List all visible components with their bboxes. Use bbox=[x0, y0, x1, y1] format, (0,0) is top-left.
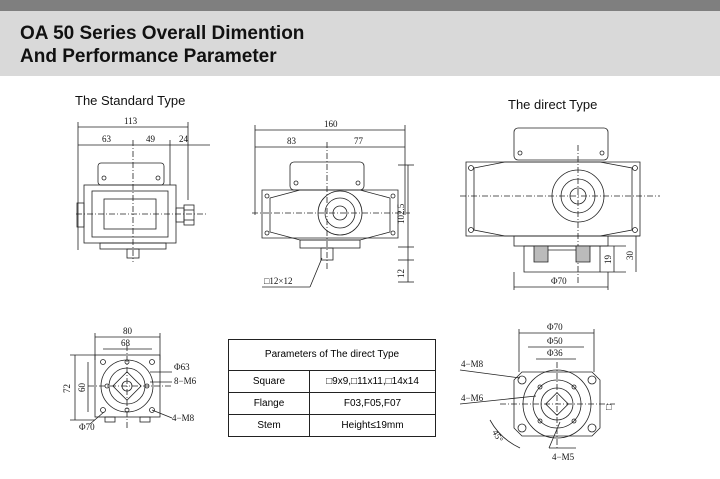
standard-type-bottom-view bbox=[70, 333, 173, 430]
dim-4-m8-right: 4−M8 bbox=[461, 359, 484, 369]
header-top-bar bbox=[0, 0, 720, 11]
param-key: Flange bbox=[229, 393, 310, 414]
param-value: □9x9,□11x11,□14x14 bbox=[326, 376, 419, 387]
direct-type-bottom-view bbox=[459, 329, 615, 449]
dim-30: 30 bbox=[625, 251, 635, 261]
table-row: Square □9x9,□11x11,□14x14 bbox=[229, 371, 435, 393]
dim-113: 113 bbox=[124, 116, 138, 126]
dim-12: 12 bbox=[396, 269, 406, 278]
dim-4-m6-right: 4−M6 bbox=[461, 393, 484, 403]
standard-type-side-view bbox=[252, 125, 414, 288]
param-key: Square bbox=[229, 371, 310, 392]
parameters-table-title: Parameters of The direct Type bbox=[229, 340, 435, 371]
header-banner: OA 50 Series Overall Dimention And Perfo… bbox=[0, 0, 720, 76]
dim-83: 83 bbox=[287, 136, 297, 146]
dim-4-m5: 4−M5 bbox=[552, 452, 575, 462]
dim-63: 63 bbox=[102, 134, 112, 144]
table-row: Stem Height≤19mm bbox=[229, 415, 435, 436]
dim-160: 160 bbox=[324, 119, 338, 129]
dim-60: 60 bbox=[77, 383, 87, 393]
dim-phi50-right: Φ50 bbox=[547, 336, 563, 346]
param-key: Stem bbox=[229, 415, 310, 436]
table-row: Flange F03,F05,F07 bbox=[229, 393, 435, 415]
dim-phi70-right: Φ70 bbox=[547, 322, 563, 332]
dim-phi70-side: Φ70 bbox=[551, 276, 567, 286]
dim-72: 72 bbox=[62, 384, 72, 393]
standard-type-front-view bbox=[76, 122, 210, 262]
dim-8-m6: 8−M6 bbox=[174, 376, 197, 386]
page-title-line2: And Performance Parameter bbox=[20, 46, 277, 67]
dim-phi63: Φ63 bbox=[174, 362, 190, 372]
direct-type-label: The direct Type bbox=[508, 97, 598, 112]
dim-square-12: □12×12 bbox=[264, 276, 293, 286]
direct-type-side-view bbox=[460, 127, 660, 290]
dim-square-symbol: □ bbox=[606, 402, 612, 412]
dimension-labels: 113 63 49 24 160 83 77 102.5 12 □12×12 1… bbox=[62, 116, 635, 462]
dim-49: 49 bbox=[146, 134, 156, 144]
standard-type-label: The Standard Type bbox=[75, 93, 186, 108]
page-title-line1: OA 50 Series Overall Dimention bbox=[20, 23, 305, 44]
parameters-table: Parameters of The direct Type Square □9x… bbox=[228, 339, 436, 437]
dim-phi36-right: Φ36 bbox=[547, 348, 563, 358]
param-value: Height≤19mm bbox=[341, 420, 404, 431]
dim-68: 68 bbox=[121, 338, 131, 348]
dim-77: 77 bbox=[354, 136, 364, 146]
dim-80: 80 bbox=[123, 326, 133, 336]
dim-angle-45: 45° bbox=[490, 428, 505, 444]
dim-19: 19 bbox=[603, 255, 613, 265]
dim-24: 24 bbox=[179, 134, 189, 144]
param-value: F03,F05,F07 bbox=[343, 398, 402, 409]
dim-phi70-left: Φ70 bbox=[79, 422, 95, 432]
dim-4-m8-left: 4−M8 bbox=[172, 413, 195, 423]
dim-102-5: 102.5 bbox=[396, 203, 406, 224]
